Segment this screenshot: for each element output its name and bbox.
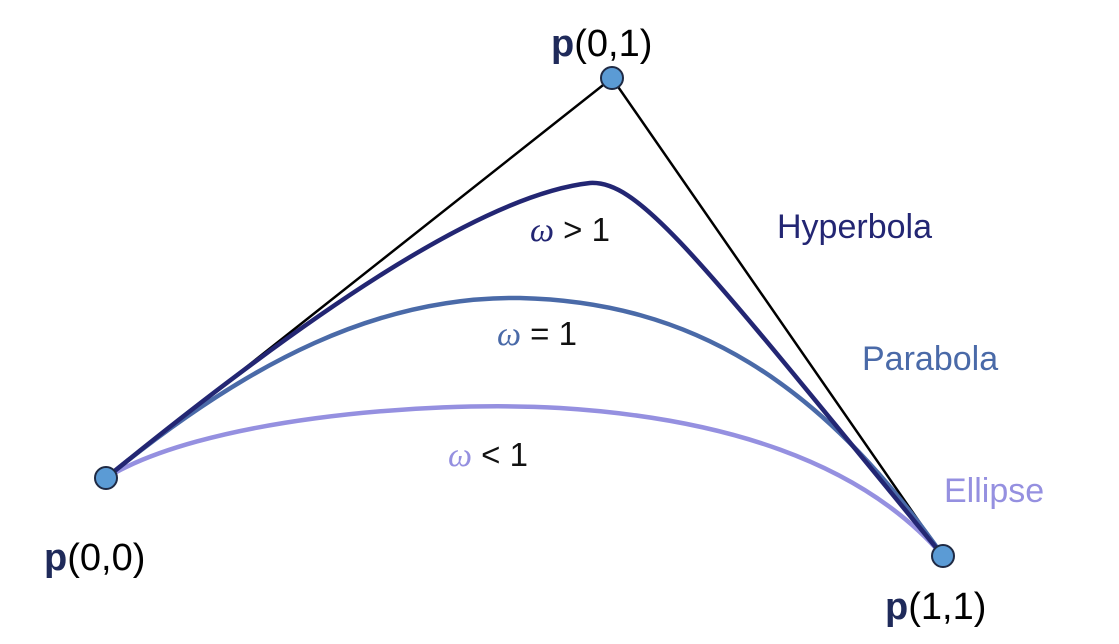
control-point-p00 [94, 466, 118, 490]
curve-name-hyperbola: Hyperbola [777, 208, 932, 246]
label-p01: p(0,1) [551, 23, 652, 65]
weight-label-hyperbola: ω > 1 [530, 211, 610, 249]
curve-name-ellipse: Ellipse [944, 472, 1044, 510]
control-point-p01 [600, 66, 624, 90]
weight-label-parabola: ω = 1 [497, 315, 577, 353]
ellipse-curve [104, 404, 945, 558]
label-p00: p(0,0) [44, 537, 145, 579]
hyperbola-curve [104, 180, 945, 558]
weight-label-ellipse: ω < 1 [448, 436, 528, 474]
label-p11: p(1,1) [885, 586, 986, 628]
curve-name-parabola: Parabola [862, 340, 998, 378]
parabola-curve [104, 295, 945, 558]
control-point-p11 [931, 544, 955, 568]
